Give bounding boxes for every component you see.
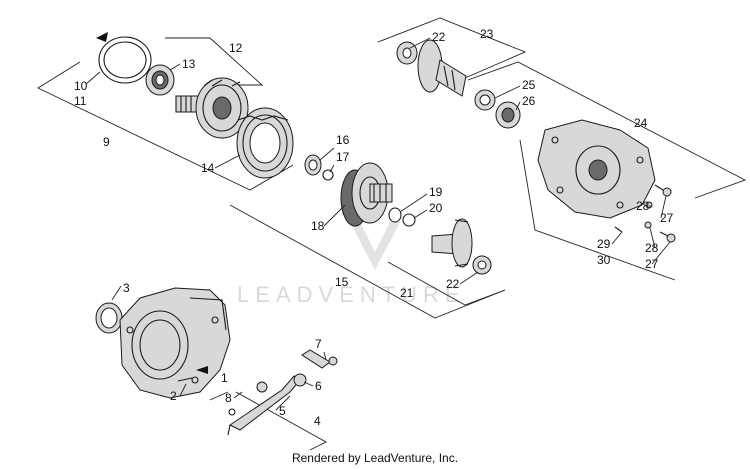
leadventure-watermark: LEADVENTURE <box>237 222 466 307</box>
thrust-washer-part <box>388 207 416 227</box>
callout-29: 29 <box>597 237 611 251</box>
spacer-washer-part <box>304 154 334 181</box>
callout-4: 4 <box>314 414 321 428</box>
callout-26: 26 <box>522 94 536 108</box>
callout-8: 8 <box>225 391 232 405</box>
cover-bolts-part <box>614 184 676 243</box>
callout-18: 18 <box>311 219 325 233</box>
callout-11: 11 <box>74 94 87 108</box>
callout-labels: 1 2 3 4 5 6 7 8 9 10 11 12 13 14 15 16 1… <box>74 27 674 428</box>
callout-12: 12 <box>229 41 243 55</box>
callout-28-lower: 28 <box>645 241 659 255</box>
callout-23: 23 <box>480 27 494 41</box>
gear-case-cover-part <box>537 119 656 219</box>
callout-21: 21 <box>400 286 414 300</box>
callout-17: 17 <box>336 150 350 164</box>
footer-credit: Rendered by LeadVenture, Inc. <box>291 451 459 465</box>
callout-27-lower: 27 <box>645 257 659 271</box>
gear-housing-part <box>119 287 231 399</box>
callout-3: 3 <box>123 281 130 295</box>
gear-assembly-part <box>340 162 393 227</box>
output-bearing-part <box>474 89 521 129</box>
callout-20: 20 <box>429 201 443 215</box>
callout-16: 16 <box>336 133 350 147</box>
callout-1: 1 <box>221 371 228 385</box>
shift-lever-part <box>227 349 338 436</box>
bearing-part <box>145 64 175 96</box>
watermark-text: LEADVENTURE <box>237 282 466 307</box>
sleeve-part <box>236 107 294 179</box>
callout-14: 14 <box>201 161 215 175</box>
callout-7: 7 <box>315 337 322 351</box>
callout-28-upper: 28 <box>636 199 650 213</box>
callout-2: 2 <box>170 389 177 403</box>
direction-arrow-icon <box>96 32 108 42</box>
callout-6: 6 <box>315 379 322 393</box>
callout-30: 30 <box>597 253 611 267</box>
callout-13: 13 <box>182 57 196 71</box>
callout-27-upper: 27 <box>660 211 674 225</box>
oil-seal-part <box>95 302 123 334</box>
callout-22-lower: 22 <box>446 277 460 291</box>
clutch-drum-part <box>175 77 249 139</box>
callout-15: 15 <box>335 275 349 289</box>
callout-5: 5 <box>279 404 286 418</box>
shaft-gear-lower-part <box>431 218 492 275</box>
shaft-gear-upper-part <box>396 39 467 97</box>
callout-19: 19 <box>429 185 443 199</box>
snap-ring-part <box>96 32 152 84</box>
callout-25: 25 <box>522 78 536 92</box>
direction-arrow-icon <box>196 366 208 374</box>
callout-leader-lines <box>85 37 671 411</box>
callout-22-upper: 22 <box>432 30 446 44</box>
dowel-pin-part <box>177 377 193 382</box>
callout-24: 24 <box>634 116 648 130</box>
callout-9: 9 <box>103 135 110 149</box>
callout-10: 10 <box>74 79 88 93</box>
